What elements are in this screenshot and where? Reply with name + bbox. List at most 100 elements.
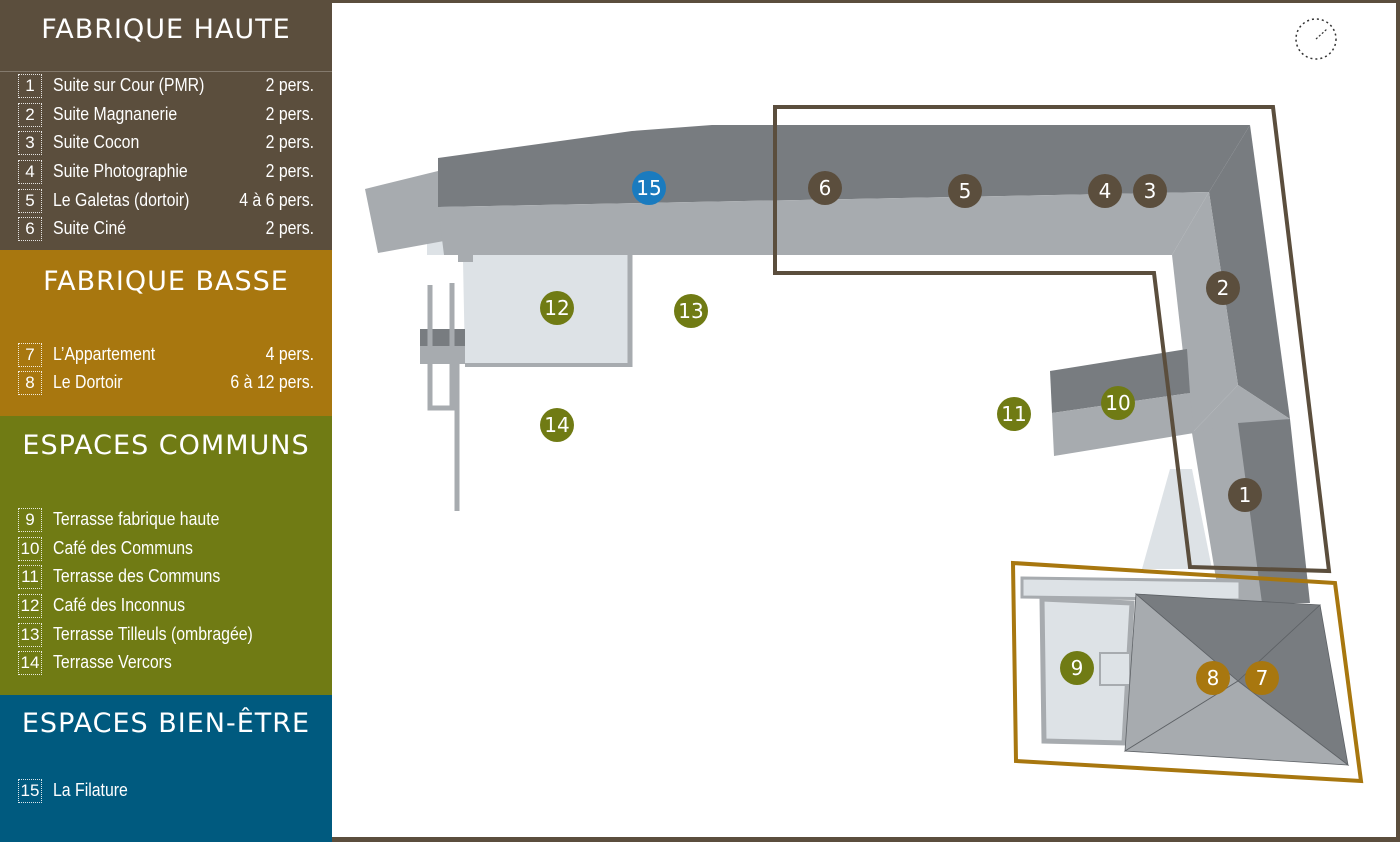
item-number-badge: 14 [18, 651, 42, 675]
map-marker-circle [1101, 386, 1135, 420]
item-number-badge: 10 [18, 537, 42, 561]
legend-item-11[interactable]: 11 Terrasse des Communs [18, 564, 314, 592]
section-fabrique-haute: FABRIQUE HAUTE 1 Suite sur Cour (PMR) 2 … [0, 0, 332, 250]
map-marker-label: 14 [544, 413, 569, 437]
map-marker-label: 13 [678, 299, 703, 323]
map-marker-circle [808, 171, 842, 205]
map-marker-label: 5 [959, 179, 972, 203]
legend-item-15[interactable]: 15 La Filature [18, 778, 314, 806]
section-espaces-bien-etre: ESPACES BIEN-ÊTRE 15 La Filature [0, 695, 332, 842]
map-marker-circle [1196, 661, 1230, 695]
item-label: Terrasse Vercors [53, 652, 172, 672]
map-marker-circle [1133, 174, 1167, 208]
item-label: Le Dortoir [53, 372, 123, 392]
map-marker-6[interactable]: 6 [808, 171, 842, 205]
item-capacity: 2 pers. [265, 75, 314, 95]
map-marker-circle [632, 171, 666, 205]
item-label: Suite Cocon [53, 132, 140, 152]
legend-item-6[interactable]: 6 Suite Ciné 2 pers. [18, 216, 314, 244]
zone-fabrique-haute-outline [773, 105, 1332, 574]
map-marker-8[interactable]: 8 [1196, 661, 1230, 695]
item-label: Suite Ciné [53, 218, 127, 238]
map-marker-label: 15 [636, 176, 661, 200]
map-marker-label: 10 [1105, 391, 1130, 415]
legend-item-12[interactable]: 12 Café des Inconnus [18, 593, 314, 621]
legend-item-4[interactable]: 4 Suite Photographie 2 pers. [18, 159, 314, 187]
map-marker-7[interactable]: 7 [1245, 661, 1279, 695]
legend-item-5[interactable]: 5 Le Galetas (dortoir) 4 à 6 pers. [18, 188, 314, 216]
section-espaces-communs: ESPACES COMMUNS 9 Terrasse fabrique haut… [0, 416, 332, 695]
legend-item-1[interactable]: 1 Suite sur Cour (PMR) 2 pers. [18, 73, 314, 101]
legend-item-10[interactable]: 10 Café des Communs [18, 536, 314, 564]
map-marker-12[interactable]: 12 [540, 291, 574, 325]
legend-item-2[interactable]: 2 Suite Magnanerie 2 pers. [18, 102, 314, 130]
item-label: Terrasse fabrique haute [53, 509, 220, 529]
legend-sidebar: FABRIQUE HAUTE 1 Suite sur Cour (PMR) 2 … [0, 0, 332, 842]
legend-item-3[interactable]: 3 Suite Cocon 2 pers. [18, 130, 314, 158]
legend-item-9[interactable]: 9 Terrasse fabrique haute [18, 507, 314, 535]
map-marker-13[interactable]: 13 [674, 294, 708, 328]
item-number-badge: 2 [18, 103, 42, 127]
map-marker-3[interactable]: 3 [1133, 174, 1167, 208]
item-capacity: 4 à 6 pers. [239, 190, 314, 210]
map-marker-circle [997, 397, 1031, 431]
map-marker-circle [540, 408, 574, 442]
section-title: FABRIQUE HAUTE [41, 14, 291, 45]
map-marker-14[interactable]: 14 [540, 408, 574, 442]
map-marker-circle [674, 294, 708, 328]
map-marker-label: 3 [1144, 179, 1157, 203]
item-number-badge: 15 [18, 779, 42, 803]
legend-item-7[interactable]: 7 L’Appartement 4 pers. [18, 342, 314, 370]
legend-item-13[interactable]: 13 Terrasse Tilleuls (ombragée) [18, 622, 314, 650]
map-marker-circle [1228, 478, 1262, 512]
item-number-badge: 1 [18, 74, 42, 98]
map-marker-label: 4 [1099, 179, 1112, 203]
item-capacity: 4 pers. [265, 344, 314, 364]
item-capacity: 2 pers. [265, 132, 314, 152]
item-label: Suite Magnanerie [53, 104, 178, 124]
item-number-badge: 3 [18, 131, 42, 155]
map-marker-label: 6 [819, 176, 832, 200]
item-label: L’Appartement [53, 344, 156, 364]
zone-fabrique-basse-outline [1010, 560, 1364, 784]
item-label: Le Galetas (dortoir) [53, 190, 190, 210]
map-marker-4[interactable]: 4 [1088, 174, 1122, 208]
map-marker-circle [948, 174, 982, 208]
map-marker-label: 1 [1239, 483, 1252, 507]
map-marker-11[interactable]: 11 [997, 397, 1031, 431]
item-number-badge: 11 [18, 565, 42, 589]
map-marker-1[interactable]: 1 [1228, 478, 1262, 512]
item-number-badge: 9 [18, 508, 42, 532]
item-capacity: 6 à 12 pers. [230, 372, 314, 392]
item-number-badge: 7 [18, 343, 42, 367]
map-marker-label: 2 [1217, 276, 1230, 300]
item-capacity: 2 pers. [265, 104, 314, 124]
map-marker-circle [1060, 651, 1094, 685]
item-label: Terrasse Tilleuls (ombragée) [53, 624, 253, 644]
map-marker-15[interactable]: 15 [632, 171, 666, 205]
map-marker-5[interactable]: 5 [948, 174, 982, 208]
map-marker-9[interactable]: 9 [1060, 651, 1094, 685]
section-divider [0, 71, 332, 72]
item-label: Terrasse des Communs [53, 566, 221, 586]
item-capacity: 2 pers. [265, 161, 314, 181]
item-number-badge: 5 [18, 189, 42, 213]
item-number-badge: 6 [18, 217, 42, 241]
legend-item-8[interactable]: 8 Le Dortoir 6 à 12 pers. [18, 370, 314, 398]
map-marker-10[interactable]: 10 [1101, 386, 1135, 420]
map-marker-label: 7 [1256, 666, 1269, 690]
section-title: FABRIQUE BASSE [43, 266, 289, 297]
item-label: Café des Inconnus [53, 595, 186, 615]
compass-icon [1295, 18, 1337, 60]
map-marker-label: 8 [1207, 666, 1220, 690]
item-number-badge: 4 [18, 160, 42, 184]
section-title: ESPACES COMMUNS [22, 430, 310, 461]
map-marker-2[interactable]: 2 [1206, 271, 1240, 305]
map-marker-circle [1245, 661, 1279, 695]
map-marker-label: 9 [1071, 656, 1084, 680]
map-marker-circle [1206, 271, 1240, 305]
legend-item-14[interactable]: 14 Terrasse Vercors [18, 650, 314, 678]
